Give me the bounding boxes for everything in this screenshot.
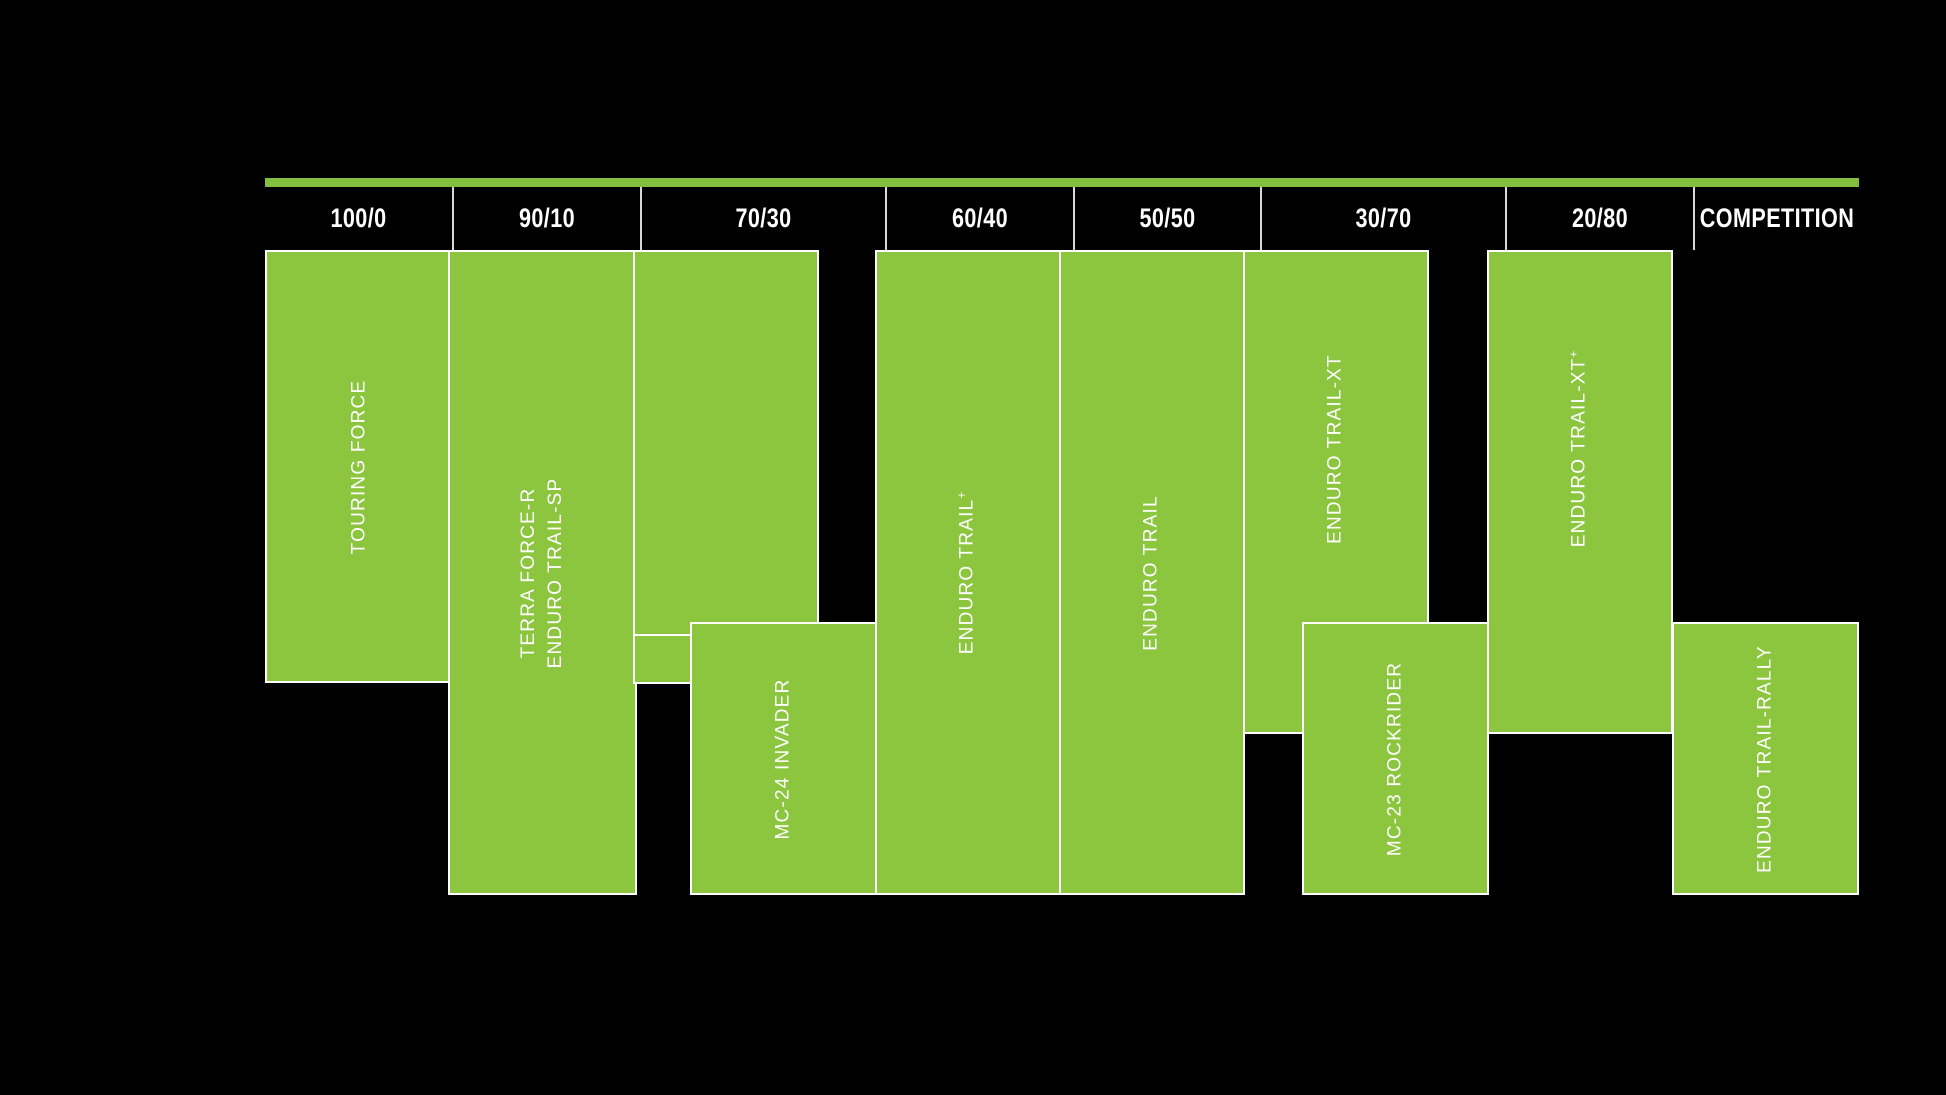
header-divider bbox=[1693, 187, 1695, 250]
header-label: 60/40 bbox=[951, 203, 1009, 233]
header-cell-50-50[interactable]: 50/50 bbox=[1094, 187, 1242, 250]
header-label: 20/80 bbox=[1571, 203, 1629, 233]
header-label: 90/10 bbox=[518, 203, 576, 233]
plus-marker: + bbox=[955, 491, 969, 499]
product-block-enduro-trail-rally[interactable]: ENDURO TRAIL-RALLY bbox=[1672, 622, 1859, 895]
header-divider bbox=[1260, 187, 1262, 250]
product-name-line: TERRA FORCE-R bbox=[517, 487, 539, 658]
header-cell-100-0[interactable]: 100/0 bbox=[284, 187, 434, 250]
product-name-line: ENDURO TRAIL-SP bbox=[544, 477, 566, 668]
product-block-enduro-trail-plus[interactable]: ENDURO TRAIL+ bbox=[875, 250, 1061, 895]
product-block-mc-24-invader[interactable]: MC-24 INVADER bbox=[690, 622, 877, 895]
header-cell-70-30[interactable]: 70/30 bbox=[666, 187, 860, 250]
header-divider bbox=[452, 187, 454, 250]
product-name-line: ENDURO TRAIL-XT bbox=[1324, 353, 1346, 544]
product-name-line: ENDURO TRAIL-RALLY bbox=[1754, 644, 1776, 873]
product-block-terra-force-r[interactable]: TERRA FORCE-R ENDURO TRAIL-SP bbox=[448, 250, 637, 895]
header-label: 70/30 bbox=[735, 203, 792, 233]
header-divider bbox=[640, 187, 642, 250]
product-block-touring-force[interactable]: TOURING FORCE bbox=[265, 250, 454, 683]
product-block-label: MC-24 INVADER bbox=[770, 678, 797, 839]
header-divider bbox=[1073, 187, 1075, 250]
header-divider bbox=[885, 187, 887, 250]
product-block-enduro-trail-adv-extension[interactable] bbox=[633, 250, 819, 636]
header-row: 100/0 90/10 70/30 60/40 50/50 30/70 20/8… bbox=[265, 187, 1859, 250]
product-block-label: TOURING FORCE bbox=[346, 379, 373, 554]
product-block-label: ENDURO TRAIL-RALLY bbox=[1752, 645, 1779, 873]
header-cell-20-80[interactable]: 20/80 bbox=[1526, 187, 1675, 250]
product-block-label: MC-23 ROCKRIDER bbox=[1382, 661, 1409, 855]
product-block-enduro-trail-xt-plus[interactable]: ENDURO TRAIL-XT+ bbox=[1487, 250, 1673, 734]
header-cell-60-40[interactable]: 60/40 bbox=[906, 187, 1055, 250]
product-block-mc-23-rockrider[interactable]: MC-23 ROCKRIDER bbox=[1302, 622, 1489, 895]
product-name-line: ENDURO TRAIL bbox=[1140, 494, 1162, 651]
product-block-label: ENDURO TRAIL+ bbox=[954, 491, 981, 653]
product-name-line: ENDURO TRAIL-XT+ bbox=[1567, 350, 1590, 548]
header-cell-90-10[interactable]: 90/10 bbox=[473, 187, 622, 250]
header-label: 50/50 bbox=[1139, 203, 1196, 233]
product-block-label: TERRA FORCE-R ENDURO TRAIL-SP bbox=[516, 477, 570, 668]
header-label: COMPETITION bbox=[1699, 203, 1855, 233]
product-block-label: ENDURO TRAIL-XT bbox=[1323, 354, 1350, 544]
product-block-label: ENDURO TRAIL bbox=[1139, 495, 1166, 651]
product-block-label: ENDURO TRAIL-XT+ bbox=[1566, 350, 1593, 547]
header-cell-30-70[interactable]: 30/70 bbox=[1286, 187, 1480, 250]
product-name-line: ENDURO TRAIL+ bbox=[955, 491, 978, 654]
product-name-line: TOURING FORCE bbox=[348, 379, 370, 554]
plus-marker: + bbox=[1567, 350, 1581, 358]
header-label: 30/70 bbox=[1355, 203, 1412, 233]
top-accent-rule bbox=[265, 178, 1859, 187]
header-divider bbox=[1505, 187, 1507, 250]
header-cell-competition[interactable]: COMPETITION bbox=[1700, 187, 1854, 250]
product-block-enduro-trail[interactable]: ENDURO TRAIL bbox=[1059, 250, 1245, 895]
header-label: 100/0 bbox=[330, 203, 387, 233]
product-name-line: MC-23 ROCKRIDER bbox=[1384, 661, 1406, 856]
product-name-line: MC-24 INVADER bbox=[772, 678, 794, 839]
